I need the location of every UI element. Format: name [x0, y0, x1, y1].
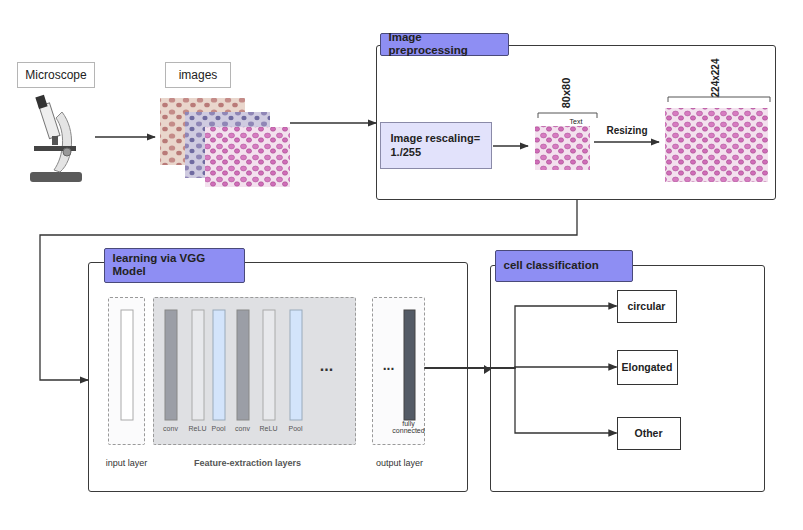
layer-label: ReLU — [186, 425, 210, 433]
label-box: Microscope — [17, 62, 95, 88]
layer-label: fully connected — [391, 420, 427, 435]
microscope-eyepiece — [35, 95, 47, 109]
layer-group: convReLUPoolconvReLUPool...Feature-extra… — [153, 297, 356, 445]
slide-image — [185, 112, 270, 178]
panel-title: Image preprocessing — [380, 33, 509, 56]
dimension-label: 80x80 — [561, 78, 572, 109]
flow-connector — [425, 306, 617, 368]
label-box: images — [165, 62, 231, 88]
panel-title: cell classification — [495, 250, 633, 282]
microscope-stage — [34, 146, 76, 151]
layer-label: input layer — [92, 459, 162, 469]
microscope-knob — [63, 148, 71, 156]
dimension-bracket — [668, 97, 770, 102]
class-box: Other — [617, 417, 681, 450]
layer-label: ... — [312, 357, 342, 375]
dimension-bracket — [538, 113, 597, 118]
flow-connector — [425, 368, 617, 433]
flow-arrow — [493, 145, 528, 146]
image-caption: Text — [570, 118, 583, 125]
class-box: circular — [617, 290, 677, 323]
step-label: Resizing — [606, 126, 647, 136]
class-box: Elongated — [617, 350, 678, 385]
microscope-base — [30, 172, 82, 182]
flow-arrow — [594, 141, 659, 142]
layer-label: ReLU — [257, 425, 281, 433]
node-text: Other — [618, 427, 680, 439]
slide-image — [665, 108, 768, 182]
flow-connector — [290, 122, 376, 123]
device-label: Microscope — [17, 62, 95, 187]
flow-connector — [425, 367, 617, 368]
slide-image — [205, 127, 290, 187]
node-text: Image rescaling= 1./255 — [381, 131, 491, 160]
layer-group: ...fully connectedoutput layer — [372, 297, 425, 445]
dimension-label: 224x224 — [711, 59, 721, 98]
slide-image — [535, 126, 590, 170]
layer-label: Feature-extraction layers — [168, 459, 328, 469]
layer-label: Pool — [284, 425, 308, 433]
layer-label: Pool — [207, 425, 231, 433]
node-text: circular — [618, 300, 676, 312]
slide-image — [160, 98, 245, 165]
microscope-objective — [52, 136, 58, 145]
layer-label: conv — [159, 425, 183, 433]
stage-panel: input layerconvReLUPoolconvReLUPool...Fe… — [88, 262, 468, 492]
layer-label: output layer — [365, 459, 435, 469]
microscope-tube — [39, 103, 60, 139]
flow-connector — [95, 136, 155, 137]
panel-title: learning via VGG Model — [104, 248, 245, 283]
layer-label: ... — [377, 358, 401, 373]
stage-panel: circularElongatedOthercell classificatio… — [490, 265, 765, 492]
process-box: Image rescaling= 1./255 — [380, 122, 492, 169]
microscope-arm — [54, 112, 72, 172]
data-label: images — [155, 62, 290, 190]
node-text: Elongated — [618, 361, 677, 373]
layer-group: input layer — [108, 297, 145, 445]
layer-label: conv — [231, 425, 255, 433]
